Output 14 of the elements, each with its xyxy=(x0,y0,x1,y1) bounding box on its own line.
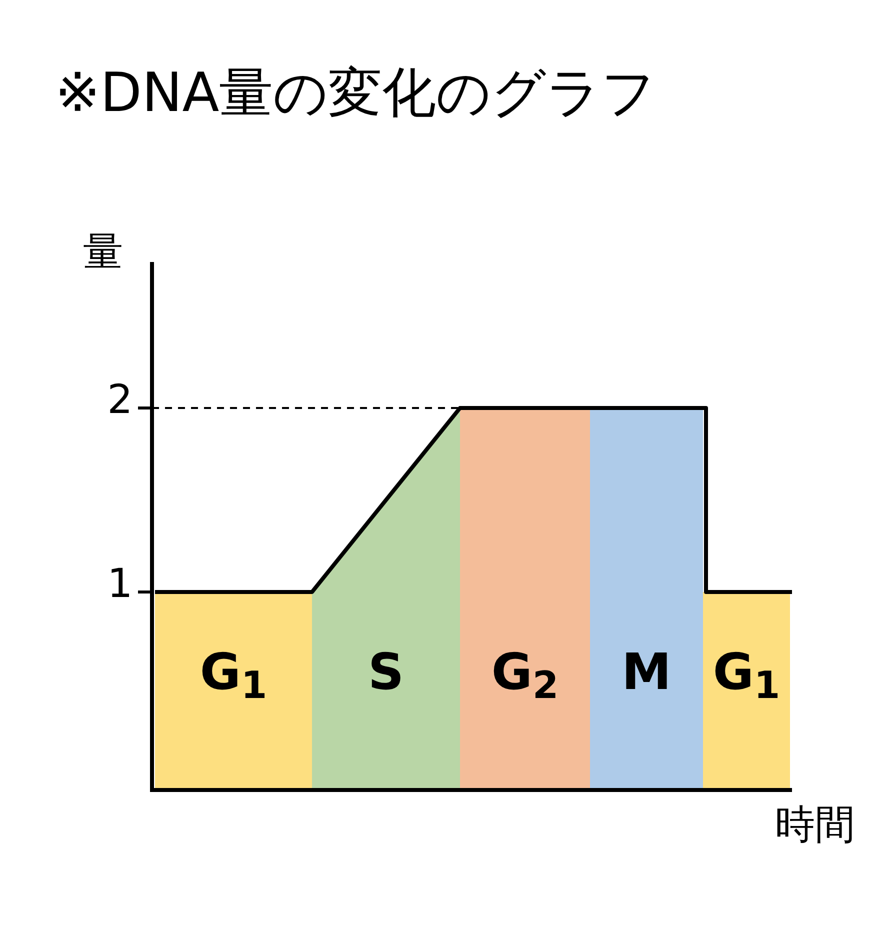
phase-label: M xyxy=(620,647,672,697)
phase-label: G$_{2}$ xyxy=(490,647,560,697)
phase-label: G$_{1}$ xyxy=(712,647,782,697)
title: ※DNA量の変化のグラフ xyxy=(55,66,656,120)
phase-band xyxy=(155,592,312,790)
phase-band xyxy=(590,408,703,790)
phase-band xyxy=(703,592,790,790)
phase-label: G$_{1}$ xyxy=(198,647,268,697)
tick-label: 2 xyxy=(106,380,134,420)
axis-label: 量 xyxy=(82,232,124,272)
phase-band xyxy=(460,408,590,790)
tick-label: 1 xyxy=(106,564,134,604)
axis-label: 時間 xyxy=(774,805,856,845)
phase-label: S xyxy=(366,647,405,697)
